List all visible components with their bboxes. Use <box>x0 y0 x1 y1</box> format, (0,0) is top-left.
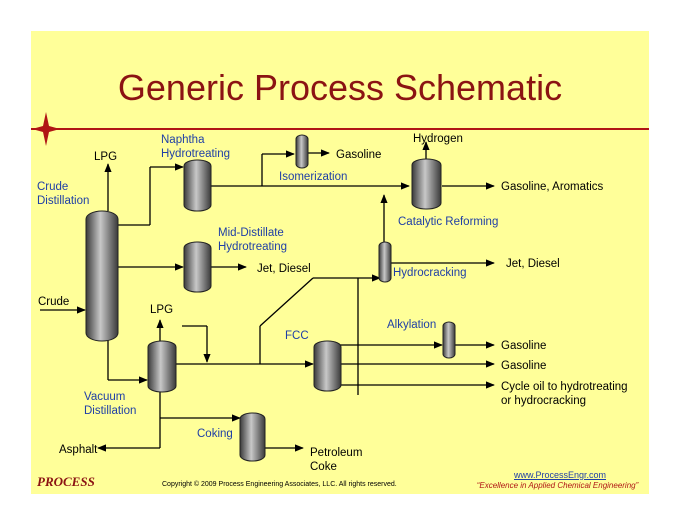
coking-label: Coking <box>197 428 233 440</box>
flow-lines <box>40 141 495 452</box>
hydrocracker-vessel <box>378 241 392 283</box>
vacuum-distillation-column <box>147 340 177 393</box>
naphtha-hydrotreater-vessel <box>183 159 212 212</box>
slide: Generic Process Schematic <box>31 31 649 494</box>
crude-label: Crude <box>38 296 69 308</box>
lpg-top-label: LPG <box>94 151 117 163</box>
footer-process-logo: PROCESS <box>37 474 95 489</box>
lpg-vac-label: LPG <box>150 304 173 316</box>
star-ornament-icon <box>32 112 60 146</box>
gasoline-aromatics-label: Gasoline, Aromatics <box>501 181 604 193</box>
gasoline-alky-label: Gasoline <box>501 340 546 352</box>
footer-copyright: Copyright © 2009 Process Engineering Ass… <box>162 481 397 488</box>
jet-diesel-1-label: Jet, Diesel <box>257 263 311 275</box>
gasoline-iso-label: Gasoline <box>336 149 381 161</box>
hydrogen-label: Hydrogen <box>413 133 463 145</box>
coker-vessel <box>239 412 266 462</box>
catalytic-reforming-label: Catalytic Reforming <box>398 216 498 228</box>
footer-website-link[interactable]: www.ProcessEngr.com <box>513 470 607 480</box>
alkylation-label: Alkylation <box>387 319 436 331</box>
page-title: Generic Process Schematic <box>117 67 563 108</box>
isomerization-label: Isomerization <box>279 171 347 183</box>
jet-diesel-2-label: Jet, Diesel <box>506 258 560 270</box>
asphalt-label: Asphalt <box>59 444 98 456</box>
alkylation-vessel <box>442 321 456 359</box>
fcc-vessel <box>313 340 342 392</box>
fcc-label: FCC <box>285 330 309 342</box>
gasoline-fcc-label: Gasoline <box>501 360 546 372</box>
vessels <box>85 134 456 462</box>
isomerization-vessel <box>295 134 309 169</box>
hydrocracking-label: Hydrocracking <box>393 267 467 279</box>
crude-distillation-column <box>85 210 119 342</box>
footer-tagline: “Excellence in Applied Chemical Engineer… <box>476 481 639 490</box>
mid-distillate-hydrotreater-vessel <box>183 241 212 293</box>
catalytic-reformer-vessel <box>411 158 442 210</box>
